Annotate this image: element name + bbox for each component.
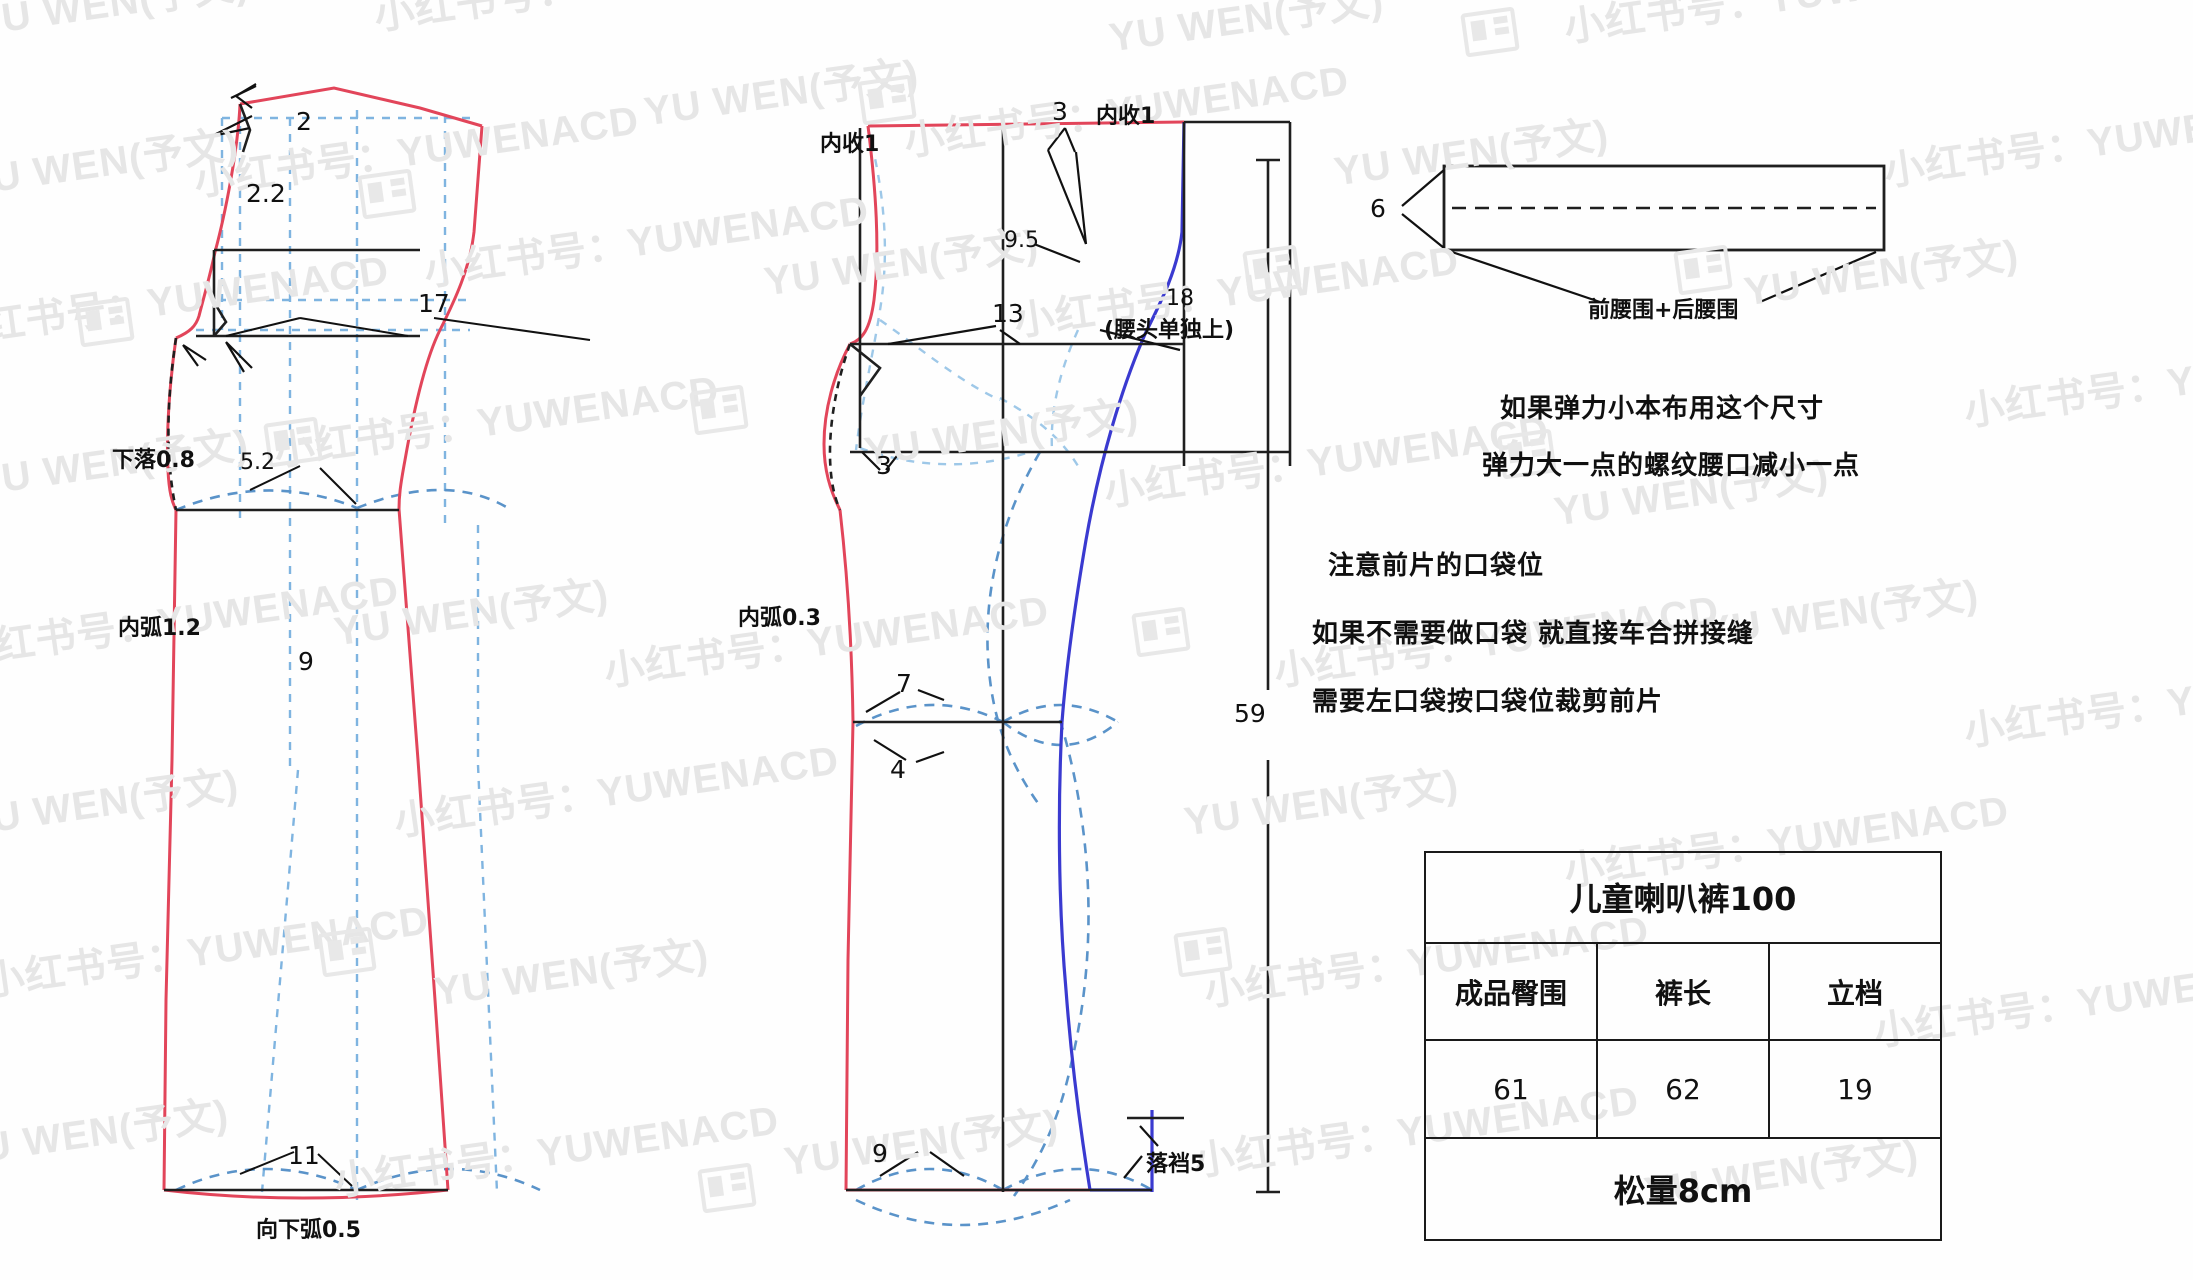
front-label-crotch-extension: 3: [876, 451, 892, 480]
note-pocket-position: 注意前片的口袋位: [1328, 551, 1545, 581]
back-label-drop: 下落0.8: [112, 448, 195, 473]
front-dashed-curves: [855, 451, 1153, 1227]
back-label-crotch-extension: 5.2: [240, 450, 275, 475]
back-label-inner-curve: 内弧1.2: [118, 616, 201, 641]
front-label-total-length: 59: [1234, 699, 1266, 728]
table-row-title: 儿童喇叭裤100: [1424, 851, 1942, 944]
front-piece-group: [822, 120, 1292, 1227]
back-dashed-curves: [175, 488, 541, 1192]
front-label-inset-right: 内收1: [1096, 104, 1156, 129]
back-outline-red: [162, 86, 484, 1200]
table-row-headers: 成品臀围 裤长 立档: [1424, 941, 1942, 1042]
spec-header-hip: 成品臀围: [1424, 941, 1598, 1042]
front-construction-lines: [828, 120, 1292, 1192]
spec-table: 儿童喇叭裤100 成品臀围 裤长 立档 61 62 19 松量8cm: [1424, 851, 1942, 1241]
front-leader-lines: [861, 127, 1181, 1179]
back-label-hip-width: 17: [418, 289, 450, 318]
front-outline-blue: [1057, 121, 1186, 1192]
spec-value-length: 62: [1596, 1039, 1770, 1140]
spec-table-wrapper: 儿童喇叭裤100 成品臀围 裤长 立档 61 62 19 松量8cm: [1424, 851, 1942, 1241]
back-piece-group: [162, 83, 591, 1200]
back-label-top-offset: 2.2: [246, 179, 286, 208]
front-label-top-notch: 3: [1052, 97, 1068, 126]
front-guide-lines: [854, 127, 1080, 467]
spec-header-length: 裤长: [1596, 941, 1770, 1042]
waistband-rect: [1442, 164, 1886, 252]
front-label-hem-width: 9: [872, 1139, 888, 1168]
spec-table-footer: 松量8cm: [1424, 1137, 1942, 1241]
front-label-hip-width: 13: [992, 299, 1024, 328]
front-label-inset-left: 内收1: [820, 132, 880, 157]
waistband-caption: 前腰围+后腰围: [1588, 298, 1739, 323]
front-label-fly-depth: 9.5: [1004, 228, 1039, 253]
spec-header-rise: 立档: [1768, 941, 1942, 1042]
front-label-waist-height: 18: [1166, 286, 1194, 311]
back-label-knee-width: 9: [298, 647, 314, 676]
waistband-height-label: 6: [1370, 194, 1386, 223]
table-row-values: 61 62 19: [1424, 1039, 1942, 1140]
note-left-pocket: 需要左口袋按口袋位裁剪前片: [1312, 687, 1664, 717]
waistband-group: [1401, 164, 1886, 304]
note-elastic-small: 如果弹力小本布用这个尺寸: [1500, 394, 1825, 424]
spec-value-rise: 19: [1768, 1039, 1942, 1140]
front-label-knee-upper: 7: [896, 669, 912, 698]
front-outline-red: [822, 120, 1185, 1192]
table-row-footer: 松量8cm: [1424, 1137, 1942, 1241]
front-label-inner-curve: 内弧0.3: [738, 606, 821, 631]
spec-value-hip: 61: [1424, 1039, 1598, 1140]
note-no-pocket: 如果不需要做口袋 就直接车合拼接缝: [1312, 619, 1755, 649]
total-length-bracket: [1256, 158, 1280, 1194]
front-label-knee-lower: 4: [890, 755, 906, 784]
back-leader-lines: [182, 83, 591, 1187]
waistband-leaders: [1401, 169, 1877, 304]
back-construction-lines: [164, 103, 448, 1192]
front-label-crotch-drop: 落裆5: [1146, 1152, 1206, 1177]
back-label-top-dart: 2: [296, 107, 312, 136]
spec-table-title: 儿童喇叭裤100: [1424, 851, 1942, 944]
back-label-hem-curve: 向下弧0.5: [256, 1218, 361, 1243]
front-label-waist-height-note: (腰头单独上): [1104, 318, 1235, 343]
back-label-hem-width: 11: [288, 1141, 320, 1170]
note-elastic-large: 弹力大一点的螺纹腰口减小一点: [1482, 451, 1861, 481]
back-guide-lines: [196, 110, 499, 1200]
